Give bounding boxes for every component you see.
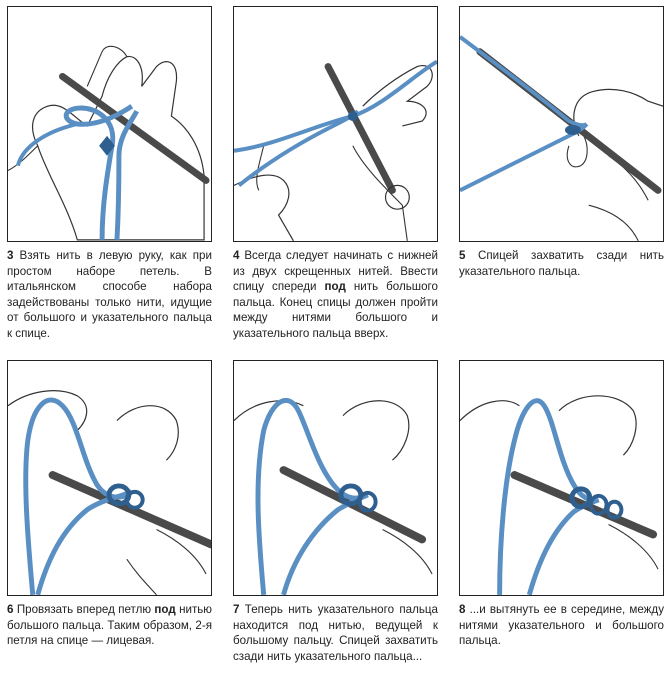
step-text-bold: под: [154, 603, 176, 616]
step-5-panel: 5 Спицей захватить сзади нить указательн…: [459, 6, 664, 279]
step-4-panel: 4 Всегда следует начинать с нижней из дв…: [233, 6, 438, 342]
step-4-caption: 4 Всегда следует начинать с нижней из дв…: [233, 248, 438, 342]
step-text-pre: Всегда следует начинать с нижней из двух…: [233, 249, 438, 294]
step-number: 3: [7, 249, 14, 262]
step-number: 8: [459, 603, 466, 616]
step-8-panel: 8 ...и вытянуть ее в середине, между нит…: [459, 360, 664, 649]
step-number: 4: [233, 249, 240, 262]
step-3-caption: 3 Взять нить в левую руку, как при прост…: [7, 248, 212, 342]
step-5-illustration: [459, 6, 664, 242]
step-text-post: нить большого пальца. Конец спицы должен…: [233, 280, 438, 340]
step-7-panel: 7 Теперь нить указательного пальца наход…: [233, 360, 438, 664]
step-text: ...и вытянуть ее в середине, между нитям…: [459, 603, 664, 648]
step-5-caption: 5 Спицей захватить сзади нить указательн…: [459, 248, 664, 279]
step-number: 7: [233, 603, 240, 616]
step-8-caption: 8 ...и вытянуть ее в середине, между нит…: [459, 602, 664, 649]
step-7-caption: 7 Теперь нить указательного пальца наход…: [233, 602, 438, 664]
step-6-panel: 6 Провязать вперед петлю под нитью больш…: [7, 360, 212, 649]
step-number: 5: [459, 249, 466, 262]
step-text-post: нитью большого пальца. Таким образом, 2-…: [7, 603, 212, 648]
step-number: 6: [7, 603, 14, 616]
step-text: Спицей захватить сзади нить указательног…: [459, 249, 664, 278]
step-8-illustration: [459, 360, 664, 596]
step-7-illustration: [233, 360, 438, 596]
step-6-illustration: [7, 360, 212, 596]
step-6-caption: 6 Провязать вперед петлю под нитью больш…: [7, 602, 212, 649]
step-text-bold: под: [324, 280, 346, 294]
step-text: Теперь нить указательного пальца находит…: [233, 603, 438, 663]
step-3-panel: 3 Взять нить в левую руку, как при прост…: [7, 6, 212, 342]
step-4-illustration: [233, 6, 438, 242]
step-3-illustration: [7, 6, 212, 242]
step-text: Взять нить в левую руку, как при простом…: [7, 249, 212, 340]
step-text-pre: Провязать вперед петлю: [16, 603, 152, 616]
